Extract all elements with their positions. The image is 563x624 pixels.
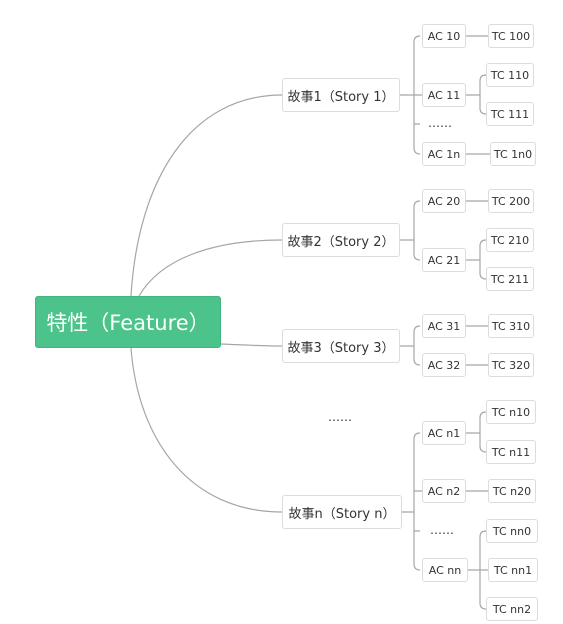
- link-root-story-2: [138, 239, 283, 297]
- ellipsis-story-1-acs: ……: [428, 116, 452, 130]
- story-label: 故事3（Story 3）: [287, 340, 395, 356]
- ac-node-20[interactable]: AC 20: [422, 189, 466, 213]
- link-root-story-1: [130, 94, 283, 297]
- story-node-1[interactable]: 故事1（Story 1）: [282, 78, 400, 112]
- ac-label: AC 11: [427, 88, 461, 102]
- ac-node-nn[interactable]: AC nn: [422, 558, 468, 582]
- tc-label: TC 320: [491, 358, 531, 372]
- tc-label: TC 111: [490, 107, 530, 121]
- story-label: 故事n（Story n）: [288, 506, 396, 522]
- link-story-n-acs: [402, 432, 422, 571]
- story-node-3[interactable]: 故事3（Story 3）: [282, 329, 400, 363]
- tc-label: TC 310: [491, 319, 531, 333]
- ac-node-10[interactable]: AC 10: [422, 24, 466, 48]
- story-node-n[interactable]: 故事n（Story n）: [282, 495, 402, 529]
- ac-node-31[interactable]: AC 31: [422, 314, 466, 338]
- story-label: 故事2（Story 2）: [287, 234, 395, 250]
- tc-label: TC 100: [491, 29, 531, 43]
- root-label: 特性（Feature）: [46, 311, 210, 335]
- tc-label: TC nn0: [492, 524, 532, 538]
- story-label: 故事1（Story 1）: [287, 89, 395, 105]
- tc-label: TC n10: [491, 405, 531, 419]
- ac-label: AC 32: [427, 358, 461, 372]
- tc-node-200[interactable]: TC 200: [488, 189, 534, 213]
- link-ac-21-tcs: [466, 239, 487, 280]
- tc-node-1n0[interactable]: TC 1n0: [490, 142, 536, 166]
- ac-label: AC 31: [427, 319, 461, 333]
- tc-label: TC 1n0: [493, 147, 533, 161]
- ellipsis-story-n-acs: ……: [430, 523, 454, 537]
- ac-label: AC 10: [427, 29, 461, 43]
- ac-label: AC nn: [428, 563, 462, 577]
- link-ac-nn-tcs: [468, 530, 488, 610]
- tc-label: TC 211: [490, 272, 530, 286]
- ac-label: AC 20: [427, 194, 461, 208]
- tc-node-nn0[interactable]: TC nn0: [486, 519, 538, 543]
- ellipsis-stories: ……: [328, 410, 352, 424]
- link-story-1-acs: [400, 35, 422, 155]
- ac-label: AC 1n: [427, 147, 461, 161]
- ac-node-n2[interactable]: AC n2: [422, 479, 466, 503]
- link-story-2-acs: [400, 200, 421, 261]
- link-ac-n1-tcs: [466, 411, 487, 453]
- ac-node-11[interactable]: AC 11: [422, 83, 466, 107]
- root-node-feature[interactable]: 特性（Feature）: [35, 296, 221, 348]
- tc-node-210[interactable]: TC 210: [486, 228, 534, 252]
- ac-label: AC 21: [427, 253, 461, 267]
- tc-node-100[interactable]: TC 100: [488, 24, 534, 48]
- tc-node-111[interactable]: TC 111: [486, 102, 534, 126]
- tc-label: TC 110: [490, 68, 530, 82]
- tc-node-110[interactable]: TC 110: [486, 63, 534, 87]
- ac-node-21[interactable]: AC 21: [422, 248, 466, 272]
- tc-label: TC n20: [492, 484, 532, 498]
- tc-node-nn1[interactable]: TC nn1: [488, 558, 538, 582]
- ac-label: AC n2: [427, 484, 461, 498]
- ac-node-32[interactable]: AC 32: [422, 353, 466, 377]
- ac-node-n1[interactable]: AC n1: [422, 421, 466, 445]
- ac-node-1n[interactable]: AC 1n: [422, 142, 466, 166]
- link-ac-11-tcs: [466, 74, 487, 115]
- tc-node-n11[interactable]: TC n11: [486, 440, 536, 464]
- tc-node-n10[interactable]: TC n10: [486, 400, 536, 424]
- tc-label: TC nn2: [492, 602, 532, 616]
- tc-node-211[interactable]: TC 211: [486, 267, 534, 291]
- link-root-story-n: [130, 347, 283, 513]
- tc-label: TC 210: [490, 233, 530, 247]
- tc-label: TC 200: [491, 194, 531, 208]
- story-node-2[interactable]: 故事2（Story 2）: [282, 223, 400, 257]
- tc-node-320[interactable]: TC 320: [488, 353, 534, 377]
- link-root-story-3: [220, 343, 283, 347]
- tc-node-310[interactable]: TC 310: [488, 314, 534, 338]
- ac-label: AC n1: [427, 426, 461, 440]
- tc-label: TC nn1: [493, 563, 533, 577]
- tc-label: TC n11: [491, 445, 531, 459]
- link-story-3-acs: [400, 325, 421, 366]
- tc-node-n20[interactable]: TC n20: [488, 479, 536, 503]
- tc-node-nn2[interactable]: TC nn2: [486, 597, 538, 621]
